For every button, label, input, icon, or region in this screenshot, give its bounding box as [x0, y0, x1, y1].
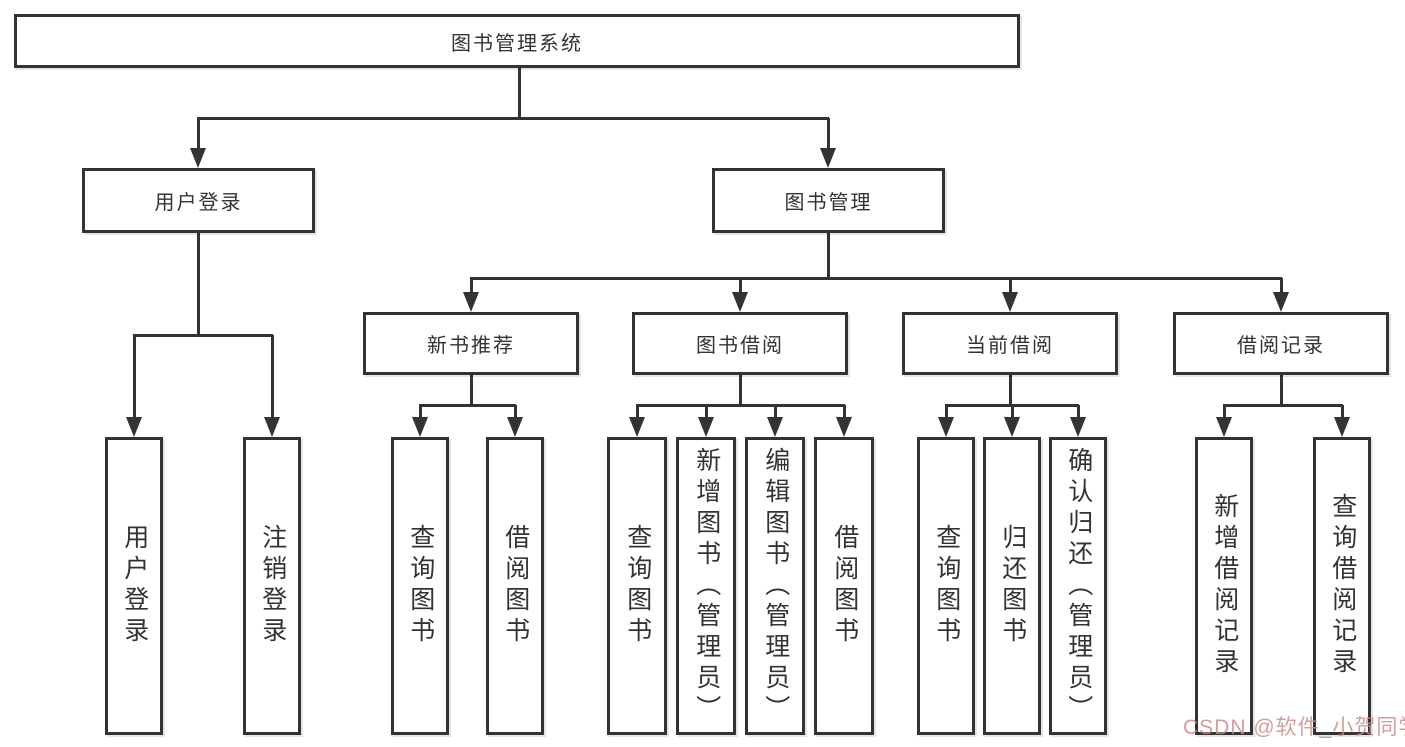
arrowhead-down-icon: [698, 417, 714, 437]
connector-line: [1223, 404, 1343, 407]
connector-line: [1280, 278, 1283, 296]
leaf-logout: 注销登录: [243, 437, 301, 735]
arrowhead-down-icon: [1070, 417, 1086, 437]
arrowhead-down-icon: [126, 417, 142, 437]
connector-line: [133, 334, 273, 337]
arrowhead-down-icon: [1273, 292, 1289, 312]
connector-line: [945, 405, 948, 421]
node-book-borrowing: 图书借阅: [632, 312, 848, 375]
connector-line: [419, 404, 516, 407]
connector-line: [518, 68, 521, 118]
arrowhead-down-icon: [820, 148, 836, 168]
leaf-current-return-books: 归还图书: [983, 437, 1041, 735]
connector-line: [739, 375, 742, 405]
leaf-borrowing-borrow-books: 借阅图书: [814, 437, 874, 735]
arrowhead-down-icon: [1334, 417, 1350, 437]
arrowhead-down-icon: [507, 417, 523, 437]
leaf-recommend-query-books: 查询图书: [391, 437, 449, 735]
connector-line: [1011, 405, 1014, 421]
arrowhead-down-icon: [767, 417, 783, 437]
leaf-current-query-books: 查询图书: [917, 437, 975, 735]
connector-line: [1223, 405, 1226, 421]
connector-line: [636, 405, 639, 421]
connector-line: [470, 277, 1282, 280]
node-user-login: 用户登录: [82, 168, 315, 233]
connector-line: [774, 405, 777, 421]
leaf-current-confirm-return-admin: 确认归还（管理员）: [1049, 437, 1107, 735]
connector-line: [1077, 405, 1080, 421]
connector-line: [197, 233, 200, 335]
arrowhead-down-icon: [1002, 292, 1018, 312]
arrowhead-down-icon: [732, 292, 748, 312]
connector-line: [197, 118, 200, 152]
node-current-borrowing: 当前借阅: [902, 312, 1118, 375]
connector-line: [1280, 375, 1283, 405]
leaf-borrowing-edit-books-admin: 编辑图书（管理员）: [745, 437, 805, 735]
node-borrow-records: 借阅记录: [1173, 312, 1389, 375]
leaf-records-add-borrow-record: 新增借阅记录: [1195, 437, 1253, 735]
connector-line: [705, 405, 708, 421]
node-library-management-system: 图书管理系统: [14, 14, 1020, 68]
connector-line: [470, 278, 473, 296]
connector-line: [1341, 405, 1344, 421]
leaf-recommend-borrow-books: 借阅图书: [486, 437, 544, 735]
connector-line: [739, 278, 742, 296]
connector-line: [514, 405, 517, 421]
arrowhead-down-icon: [836, 417, 852, 437]
connector-line: [1009, 375, 1012, 405]
leaf-user-login: 用户登录: [105, 437, 163, 735]
node-book-management: 图书管理: [712, 168, 945, 233]
leaf-records-query-borrow-record: 查询借阅记录: [1313, 437, 1371, 735]
arrowhead-down-icon: [1004, 417, 1020, 437]
arrowhead-down-icon: [463, 292, 479, 312]
connector-line: [827, 118, 830, 152]
connector-line: [419, 405, 422, 421]
arrowhead-down-icon: [190, 148, 206, 168]
node-new-book-recommend: 新书推荐: [363, 312, 579, 375]
connector-line: [636, 404, 845, 407]
leaf-borrowing-add-books-admin: 新增图书（管理员）: [676, 437, 736, 735]
connector-line: [197, 117, 829, 120]
connector-line: [470, 375, 473, 405]
connector-line: [843, 405, 846, 421]
leaf-borrowing-query-books: 查询图书: [607, 437, 667, 735]
connector-line: [1009, 278, 1012, 296]
connector-line: [271, 335, 274, 421]
connector-line: [827, 233, 830, 278]
arrowhead-down-icon: [264, 417, 280, 437]
connector-line: [133, 335, 136, 421]
arrowhead-down-icon: [1216, 417, 1232, 437]
arrowhead-down-icon: [629, 417, 645, 437]
arrowhead-down-icon: [412, 417, 428, 437]
watermark: CSDN @软件_小贺同学: [1183, 716, 1405, 739]
arrowhead-down-icon: [938, 417, 954, 437]
